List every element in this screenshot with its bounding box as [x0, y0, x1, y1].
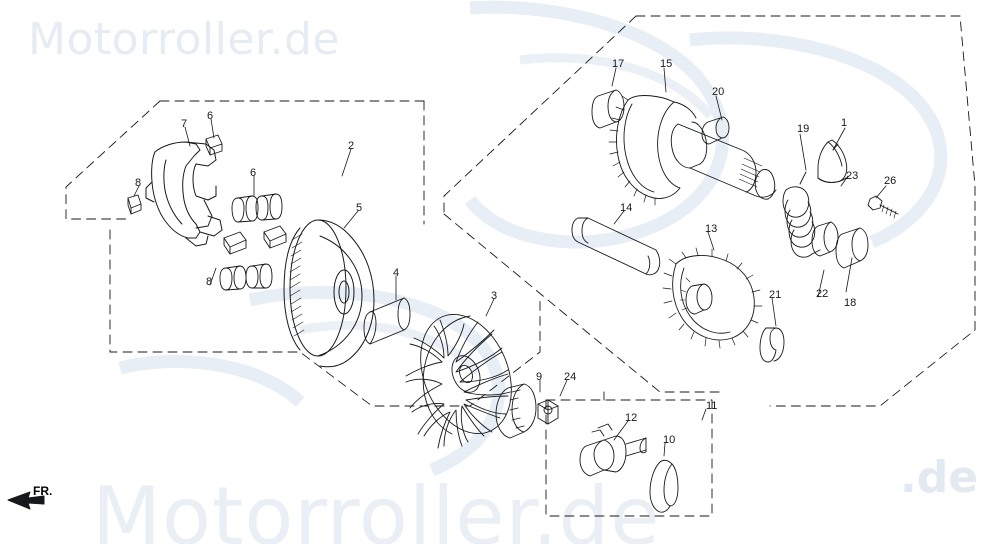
callout-1: 1 [841, 117, 848, 129]
callout-19: 19 [797, 123, 810, 135]
callout-4: 4 [393, 267, 400, 279]
kickstarter-frame-left [443, 15, 637, 215]
callout-24: 24 [564, 371, 577, 383]
callout-7: 7 [181, 118, 188, 130]
callout-20: 20 [712, 86, 725, 98]
callout-9: 9 [536, 371, 543, 383]
callout-3: 3 [491, 290, 498, 302]
variator-frame-left [65, 100, 161, 220]
part-4-spacer-sleeve [363, 297, 411, 345]
callout-11: 11 [706, 400, 718, 412]
part-21-ring [759, 327, 785, 363]
part-26-bolt [867, 195, 899, 219]
part-8-clip-left [127, 194, 142, 215]
callout-22: 22 [816, 288, 829, 300]
part-7-ramp-plate [145, 141, 223, 247]
callout-15: 15 [660, 58, 673, 70]
group-frames [65, 15, 976, 517]
callout-18: 18 [844, 297, 857, 309]
callout-2: 2 [348, 140, 355, 152]
callout-13: 13 [705, 223, 718, 235]
callout-5: 5 [356, 202, 363, 214]
leader-lines [133, 67, 887, 457]
part-3-cooling-fan [405, 313, 512, 449]
watermark-corner-text: .de [900, 452, 979, 503]
callout-6-mid: 6 [250, 167, 257, 179]
direction-label: FR. [33, 484, 53, 498]
part-14-pin-shaft [571, 217, 661, 276]
callout-8-left: 8 [135, 177, 142, 189]
watermark-top-text: Motorroller.de [28, 14, 340, 65]
part-8-slider-blocks [219, 225, 287, 291]
callout-8-lower: 8 [206, 276, 213, 288]
part-18-bushing [835, 227, 869, 269]
part-24-washer [495, 383, 537, 439]
part-6-rollers [231, 193, 283, 223]
callout-6-upper: 6 [207, 110, 214, 122]
part-22-bushing [811, 221, 839, 257]
callout-26: 26 [884, 175, 897, 187]
variator-frame-bottom [109, 229, 541, 407]
part-5-variator-pulley [283, 219, 375, 368]
part-12-oilpump-drive [579, 423, 647, 477]
callout-17: 17 [612, 58, 625, 70]
callout-21: 21 [769, 289, 782, 301]
callout-14: 14 [620, 202, 633, 214]
part-1-bracket [832, 143, 839, 151]
part-10-oil-seal-ring [649, 459, 679, 513]
part-20-washer [701, 116, 730, 145]
part-9-nut [537, 399, 559, 425]
callout-23: 23 [846, 170, 859, 182]
direction-arrow-icon [7, 491, 45, 510]
oilpump-frame [545, 399, 713, 517]
callout-12: 12 [625, 412, 638, 424]
watermark-bottom-text: Motorroller.de [92, 470, 661, 544]
part-23-cap [817, 139, 848, 183]
part-19-spring [782, 171, 821, 258]
kickstarter-frame-bottom [443, 213, 721, 393]
part-13-kickstarter-idle-gear [662, 247, 763, 349]
part-15-kickstarter-gear [608, 95, 697, 206]
part-13-kickstarter-shaft [670, 121, 777, 200]
kickstarter-frame-outer [635, 15, 976, 407]
part-6-slider-upper [205, 134, 223, 156]
callout-10: 10 [663, 434, 676, 446]
